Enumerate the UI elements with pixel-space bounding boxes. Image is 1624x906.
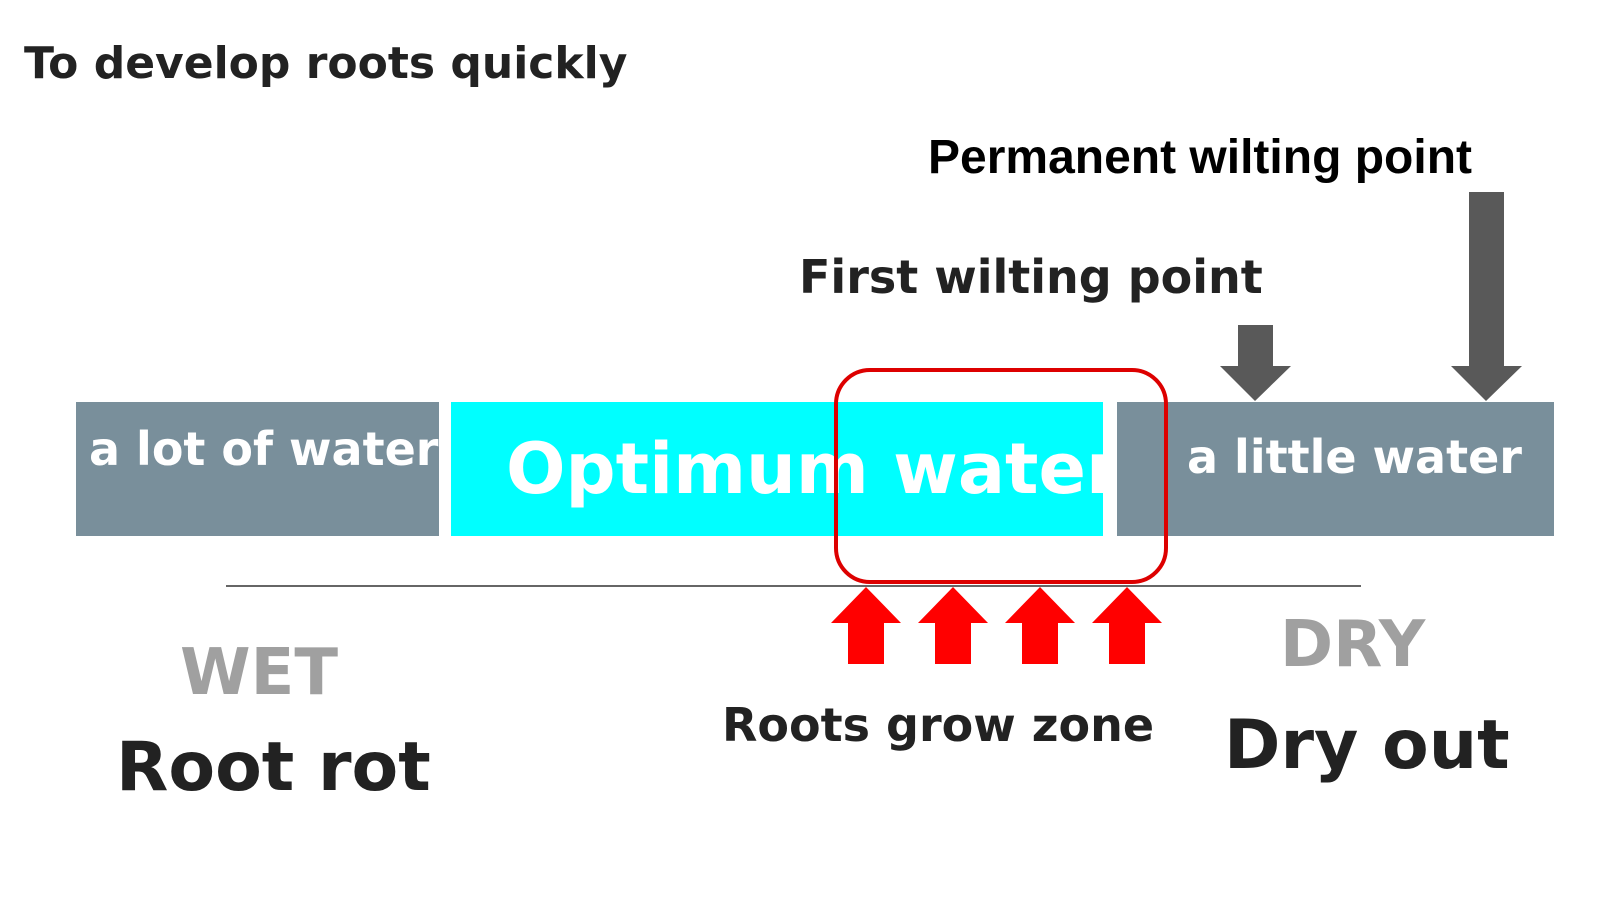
segment-label: a lot of water — [89, 422, 439, 476]
segment-label: Optimum water — [506, 428, 1121, 510]
root-rot-label: Root rot — [116, 728, 431, 807]
segment-a-little-water: a little water — [1117, 402, 1554, 536]
growth-arrow-icon — [1005, 587, 1075, 664]
segment-a-lot-of-water: a lot of water — [76, 402, 439, 536]
permanent-wilting-point-arrow-icon — [1451, 192, 1522, 401]
baseline-divider — [226, 585, 1361, 587]
roots-grow-zone-highlight — [834, 368, 1168, 584]
first-wilting-point-arrow-icon — [1220, 325, 1291, 401]
dry-label: DRY — [1280, 608, 1426, 682]
growth-arrow-icon — [918, 587, 988, 664]
wet-label: WET — [180, 636, 338, 710]
permanent-wilting-point-label: Permanent wilting point — [928, 131, 1473, 184]
segment-optimum-water: Optimum water — [451, 402, 1121, 536]
first-wilting-point-label: First wilting point — [799, 250, 1263, 304]
growth-arrow-icon — [831, 587, 901, 664]
diagram-title: To develop roots quickly — [24, 38, 628, 89]
growth-arrows — [831, 587, 1162, 664]
segment-label: a little water — [1187, 430, 1522, 484]
growth-arrow-icon — [1092, 587, 1162, 664]
roots-grow-zone-label: Roots grow zone — [722, 698, 1155, 752]
dry-out-label: Dry out — [1224, 706, 1510, 785]
